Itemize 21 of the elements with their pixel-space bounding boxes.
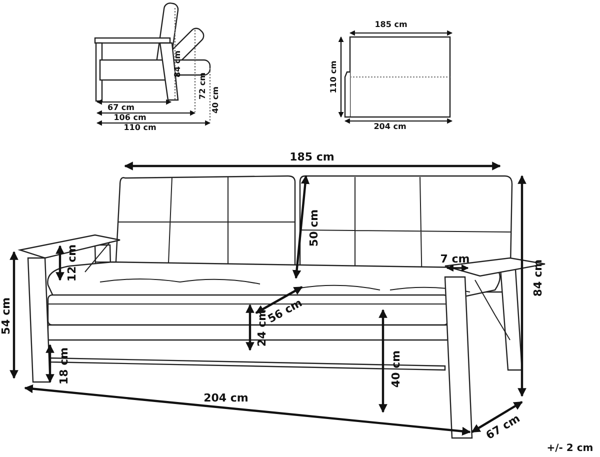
dimension-label: 110 cm: [330, 60, 338, 94]
dimension-label: 185 cm: [374, 21, 408, 29]
dimension-label: 204 cm: [204, 392, 248, 404]
dimension-label: 40 cm: [212, 86, 220, 114]
dimension-label: 67 cm: [484, 412, 522, 442]
dimension-label: 204 cm: [374, 123, 406, 131]
dimension-label: 7 cm: [440, 254, 470, 264]
dimension-label: 185 cm: [290, 152, 334, 162]
dimension-label: 106 cm: [114, 114, 146, 122]
dimension-label: 72 cm: [199, 72, 207, 100]
dimension-label: 18 cm: [58, 347, 70, 385]
dimension-label: 40 cm: [390, 350, 402, 388]
dimension-label: 84 cm: [174, 50, 182, 78]
dimension-label: 84 cm: [532, 259, 544, 297]
dimension-label: 110 cm: [124, 124, 156, 132]
dimension-label: 56 cm: [266, 297, 304, 325]
dimension-label: 54 cm: [0, 297, 12, 335]
dimension-label: 50 cm: [308, 209, 320, 247]
dimension-label: 12 cm: [66, 244, 78, 282]
dimension-label: 67 cm: [108, 104, 134, 112]
dimension-label: +/- 2 cm: [546, 444, 594, 454]
